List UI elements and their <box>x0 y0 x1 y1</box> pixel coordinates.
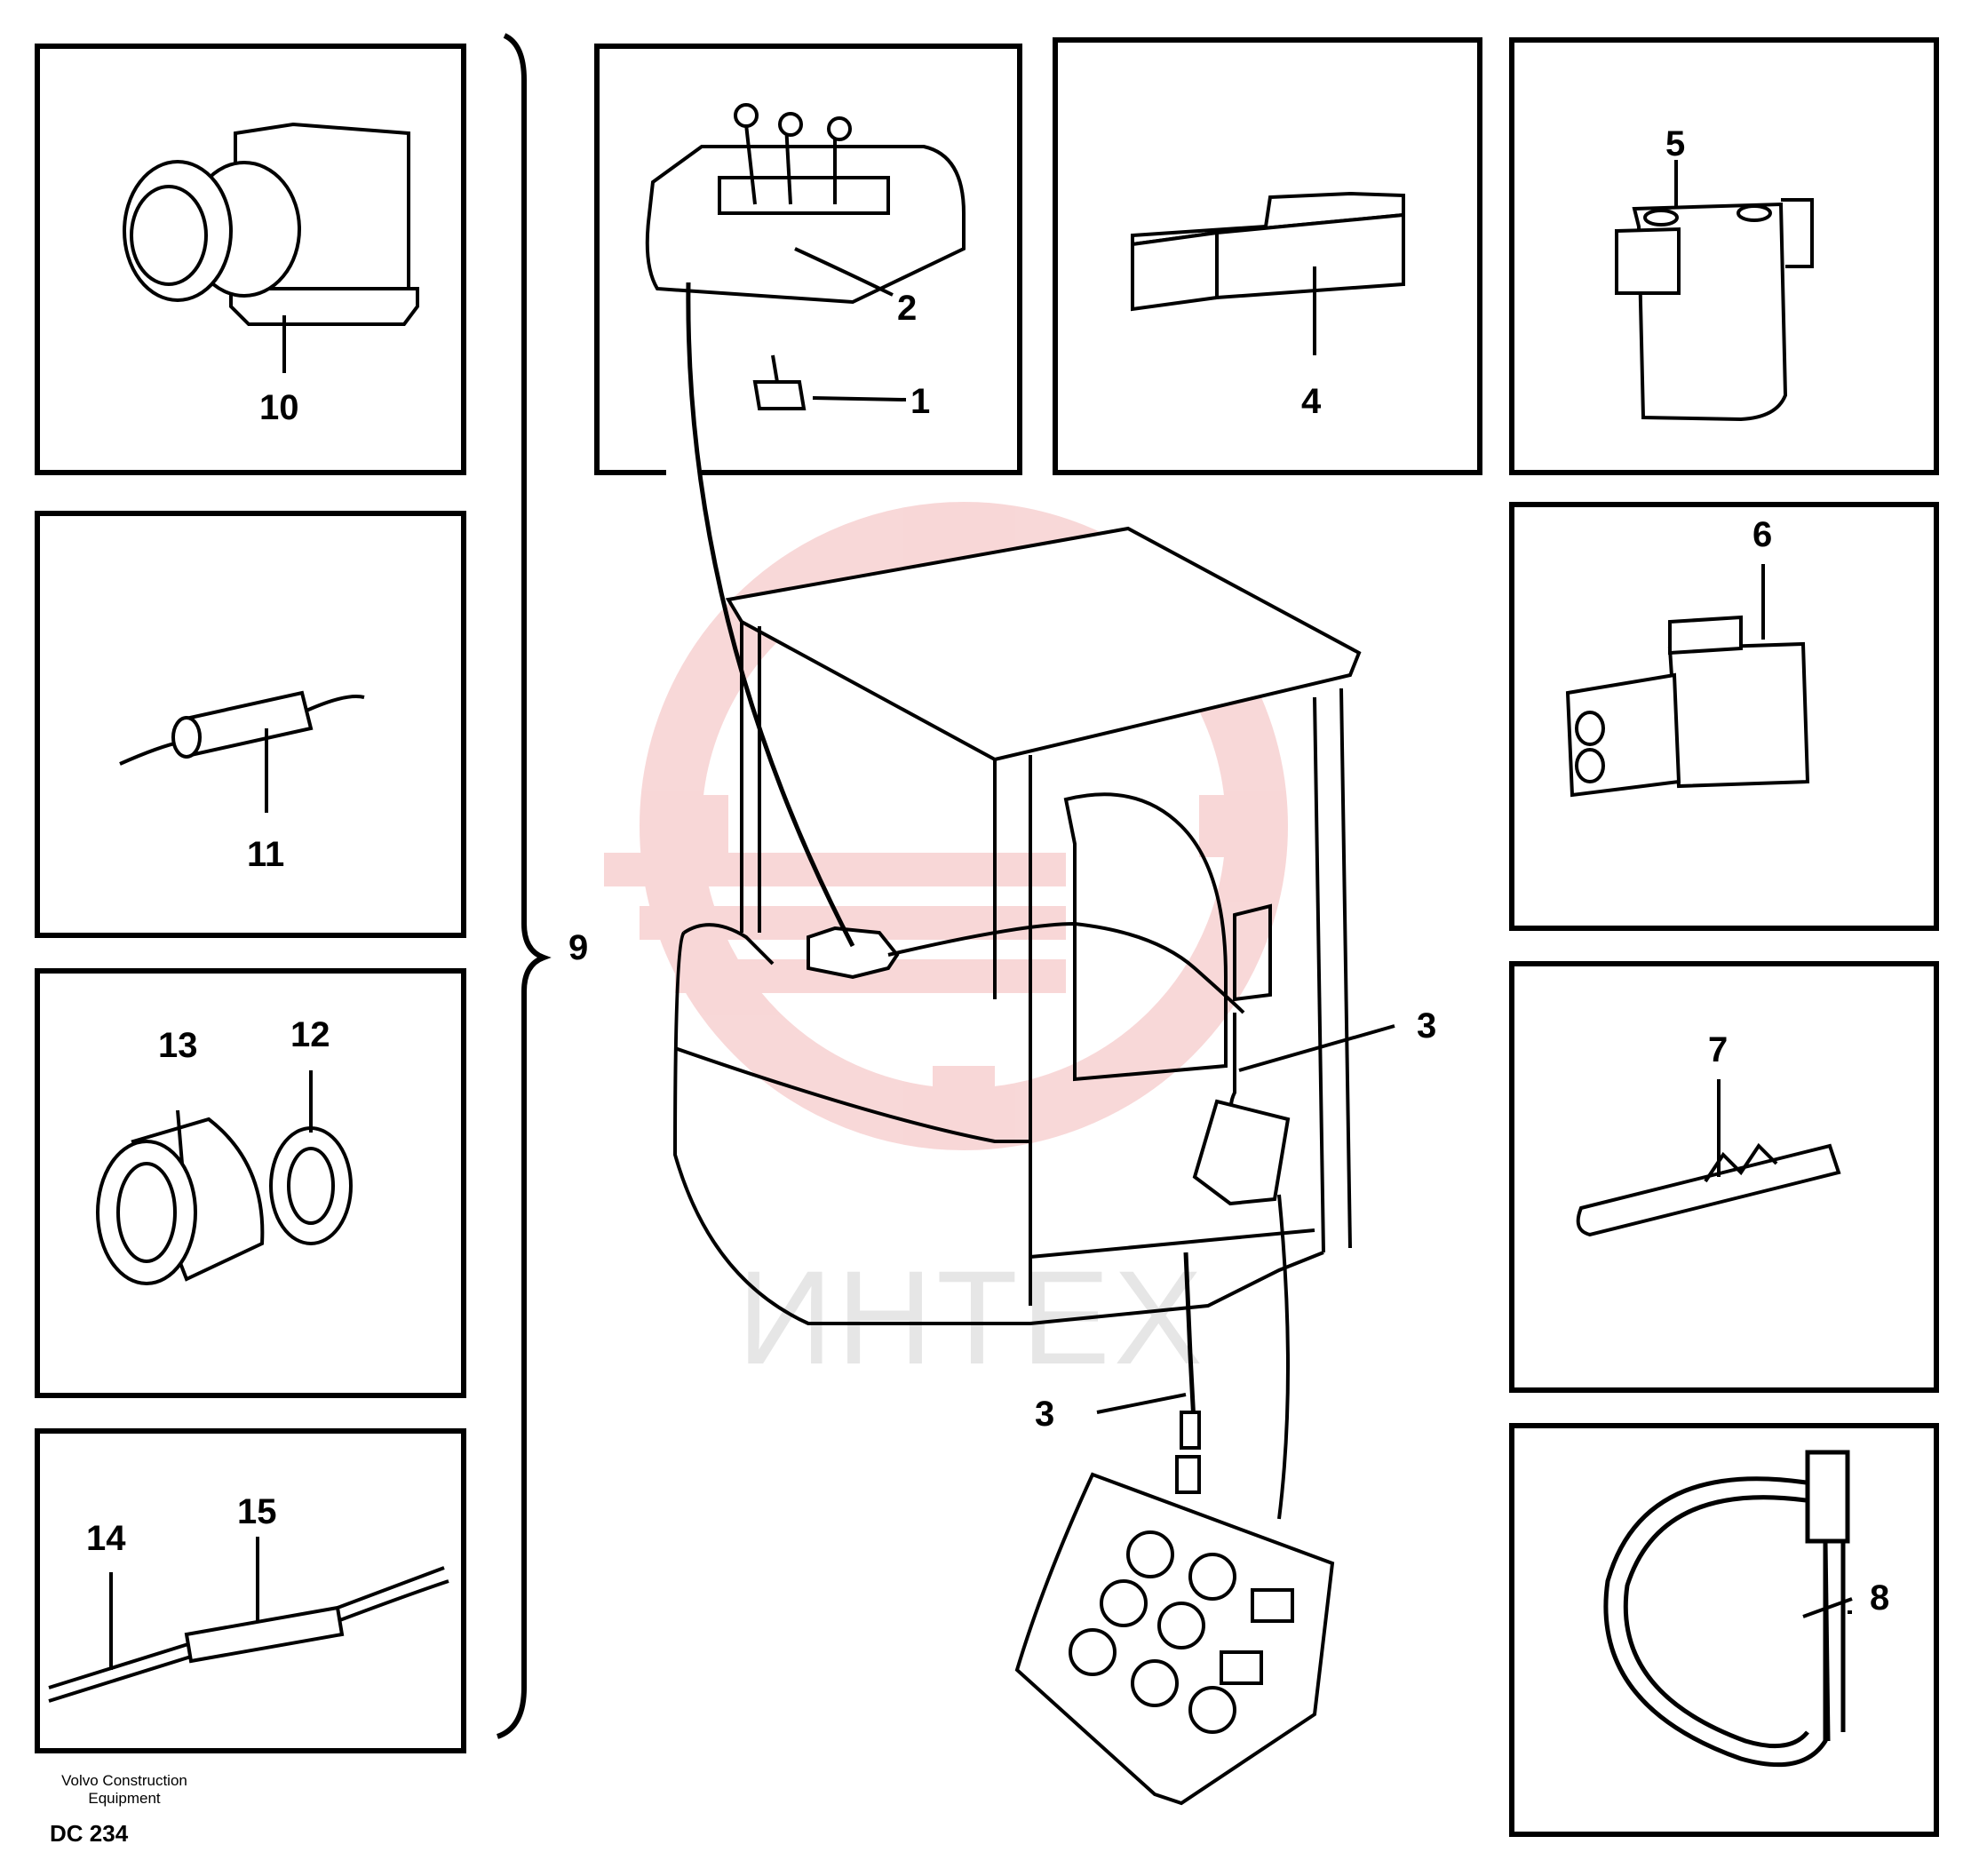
bottom-panel-drawing <box>1014 1411 1335 1806</box>
label-12: 12 <box>290 1015 330 1054</box>
label-7: 7 <box>1708 1030 1728 1069</box>
label-8: 8 <box>1870 1578 1889 1618</box>
box-part-4 <box>1053 37 1482 475</box>
box-part-5 <box>1509 37 1939 475</box>
label-10: 10 <box>259 388 299 427</box>
watermark-logo <box>604 502 1288 1150</box>
label-11: 11 <box>247 835 284 874</box>
leader-lines <box>109 160 1853 1670</box>
box-part-14-15 <box>35 1428 466 1753</box>
label-4: 4 <box>1301 382 1322 421</box>
part-8-drawing <box>1603 1450 1850 1768</box>
part-4-drawing <box>1131 191 1405 312</box>
part-labels: 1 2 3 3 4 5 6 7 8 9 10 11 12 13 14 15 <box>86 124 1889 1618</box>
label-9: 9 <box>568 928 588 967</box>
box-part-12-13 <box>35 968 466 1398</box>
part-1-2-drawing <box>645 103 966 410</box>
manufacturer-name: Volvo Construction Equipment <box>61 1772 187 1807</box>
part-14-15-drawing <box>48 1566 449 1703</box>
part-12-13-drawing <box>96 1117 353 1285</box>
label-3b: 3 <box>1035 1395 1054 1434</box>
watermark-text: ИНТЕХ <box>737 1243 1206 1392</box>
brace-9 <box>496 33 552 1739</box>
label-14: 14 <box>86 1519 126 1558</box>
label-2: 2 <box>897 289 917 328</box>
label-13: 13 <box>158 1026 198 1065</box>
label-15: 15 <box>237 1492 277 1531</box>
part-6-drawing <box>1565 615 1810 798</box>
label-3a: 3 <box>1417 1006 1436 1045</box>
box-part-10 <box>35 44 466 475</box>
label-1: 1 <box>910 382 930 421</box>
label-5: 5 <box>1665 124 1685 163</box>
box-part-11 <box>35 511 466 938</box>
cab-drawing <box>672 526 1362 1520</box>
part-11-drawing <box>119 690 365 766</box>
label-6: 6 <box>1752 515 1772 554</box>
diagram-code: DC 234 <box>50 1820 129 1847</box>
part-5-drawing <box>1615 198 1814 422</box>
box-part-1-2 <box>594 44 1022 475</box>
part-10-drawing <box>123 122 419 326</box>
box-part-8 <box>1509 1423 1939 1837</box>
footer: Volvo Construction Equipment DC 234 <box>36 1772 213 1848</box>
part-7-drawing <box>1576 1142 1841 1237</box>
part-boxes <box>35 37 1939 1837</box>
box-part-7 <box>1509 961 1939 1393</box>
box-part-6 <box>1509 502 1939 931</box>
